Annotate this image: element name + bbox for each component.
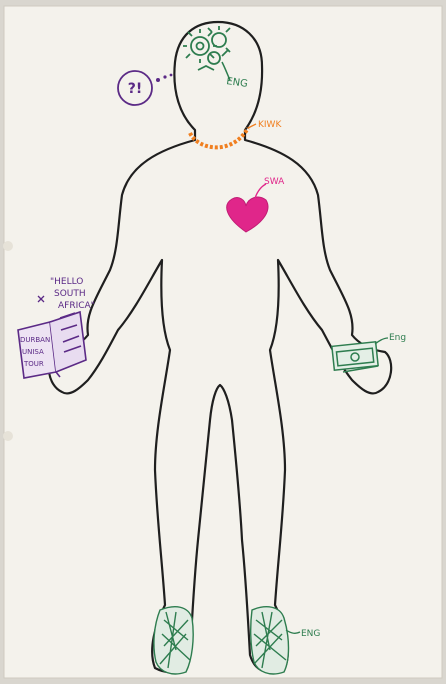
shoes-label: ENG xyxy=(301,629,320,639)
book-caption-line2: SOUTH xyxy=(54,289,86,299)
left-shoe-icon xyxy=(154,607,193,674)
book-cover-line1: DURBAN xyxy=(20,336,50,344)
book-cover-line2: UNISA xyxy=(22,348,44,356)
book-caption-line1: "HELLO xyxy=(50,277,83,287)
punch-hole xyxy=(3,241,13,251)
heart-label: SWA xyxy=(264,177,285,187)
money-icon xyxy=(332,342,378,372)
necklace-label: KIWK xyxy=(258,120,282,130)
book-cover-line3: TOUR xyxy=(23,360,44,368)
book-caption-line3: AFRICA" xyxy=(58,301,95,311)
punch-hole xyxy=(3,431,13,441)
thought-bubble-text: ?! xyxy=(128,81,143,97)
right-shoe-icon xyxy=(251,607,289,674)
money-label: Eng xyxy=(389,333,406,343)
